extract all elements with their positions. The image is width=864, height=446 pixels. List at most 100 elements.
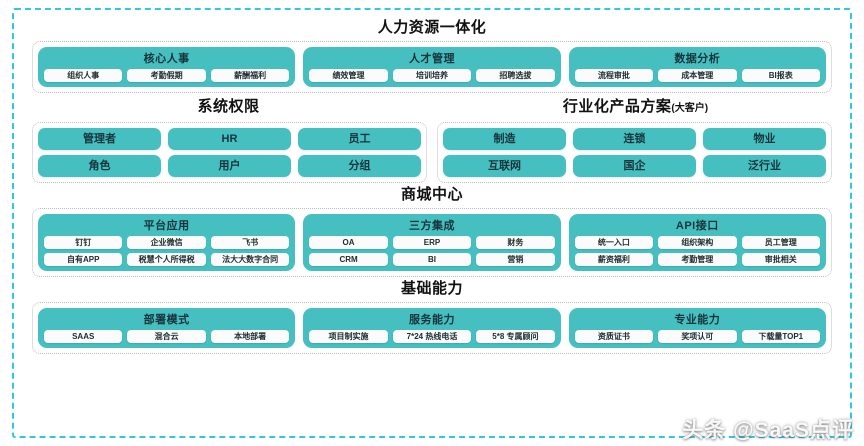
chip-item[interactable]: 混合云 xyxy=(127,330,206,343)
chip-item[interactable]: 下载量TOP1 xyxy=(741,330,820,343)
card-title-talent-management: 人才管理 xyxy=(408,53,455,65)
chip-item[interactable]: 财务 xyxy=(476,236,555,249)
industry-bar-general[interactable]: 泛行业 xyxy=(703,155,826,177)
diagram-frame: 人力资源一体化 核心人事 组织人事 考勤假期 薪酬福利 人才管理 绩效管理 培训… xyxy=(12,8,852,438)
permission-bar-group[interactable]: 分组 xyxy=(298,155,421,177)
chip-item[interactable]: 绩效管理 xyxy=(309,69,388,82)
chip-row: 资质证书 奖项认可 下载量TOP1 xyxy=(574,330,820,343)
chip-item[interactable]: 薪酬福利 xyxy=(210,69,290,82)
chip-row: 统一入口 组织架构 员工管理 xyxy=(574,236,820,249)
chip-row: 自有APP 税慧个人所得税 法大大数字合同 xyxy=(44,253,290,266)
panel-foundation-capability: 部署模式 SAAS 混合云 本地部署 服务能力 项目制实施 7*24 热线电话 … xyxy=(32,302,832,354)
industry-bar-internet[interactable]: 互联网 xyxy=(443,155,566,177)
section-marketplace-center: 商城中心 平台应用 钉钉 企业微信 飞书 自有APP 税慧个人所得税 法大大数字… xyxy=(32,185,832,277)
chip-item[interactable]: 法大大数字合同 xyxy=(210,253,290,266)
chip-item[interactable]: BI xyxy=(392,253,472,266)
chip-item[interactable]: 招聘选拔 xyxy=(476,69,555,82)
permission-bar-hr[interactable]: HR xyxy=(168,128,291,150)
card-professional-capability[interactable]: 专业能力 资质证书 奖项认可 下载量TOP1 xyxy=(568,308,826,348)
chip-item[interactable]: 营销 xyxy=(476,253,555,266)
chip-item[interactable]: 5*8 专属顾问 xyxy=(476,330,555,343)
chip-item[interactable]: 企业微信 xyxy=(127,236,206,249)
card-data-analysis[interactable]: 数据分析 流程审批 成本管理 BI报表 xyxy=(568,47,826,87)
chip-item[interactable]: 组织人事 xyxy=(44,69,123,82)
section-title-system-permissions: 系统权限 xyxy=(197,98,260,115)
chip-item[interactable]: 薪资福利 xyxy=(574,253,654,266)
chip-item[interactable]: 飞书 xyxy=(210,236,290,249)
chip-item[interactable]: 钉钉 xyxy=(44,236,123,249)
chip-item[interactable]: 统一入口 xyxy=(574,236,654,249)
section-title-industry-solutions: 行业化产品方案(大客户) xyxy=(439,97,832,118)
chip-item[interactable]: ERP xyxy=(392,236,472,249)
chip-row: 薪资福利 考勤管理 审批相关 xyxy=(574,253,820,266)
chip-row: 钉钉 企业微信 飞书 xyxy=(44,236,290,249)
chip-item[interactable]: 成本管理 xyxy=(658,69,737,82)
chip-item[interactable]: BI报表 xyxy=(741,69,820,82)
panel-hr-integration: 核心人事 组织人事 考勤假期 薪酬福利 人才管理 绩效管理 培训培养 招聘选拔 xyxy=(32,41,832,93)
chip-item[interactable]: 组织架构 xyxy=(658,236,737,249)
permission-bar-user[interactable]: 用户 xyxy=(168,155,291,177)
chip-item[interactable]: 考勤假期 xyxy=(127,69,206,82)
chip-item[interactable]: 7*24 热线电话 xyxy=(392,330,472,343)
diagram-stack: 人力资源一体化 核心人事 组织人事 考勤假期 薪酬福利 人才管理 绩效管理 培训… xyxy=(32,16,832,356)
chip-item[interactable]: 自有APP xyxy=(44,253,123,266)
card-deployment-mode[interactable]: 部署模式 SAAS 混合云 本地部署 xyxy=(38,308,296,348)
chip-item[interactable]: OA xyxy=(309,236,388,249)
industry-bar-soe[interactable]: 国企 xyxy=(573,155,696,177)
panel-permissions-industry: 管理者 HR 员工 角色 用户 分组 制造 连锁 物业 xyxy=(32,122,832,183)
two-column-headers: 系统权限 行业化产品方案(大客户) xyxy=(32,95,832,122)
chip-item[interactable]: 奖项认可 xyxy=(658,330,737,343)
industry-bar-chain[interactable]: 连锁 xyxy=(573,128,696,150)
bar-row: 管理者 HR 员工 xyxy=(38,128,421,150)
chip-row: 组织人事 考勤假期 薪酬福利 xyxy=(44,69,290,82)
subpanel-industry-solutions: 制造 连锁 物业 互联网 国企 泛行业 xyxy=(437,122,832,183)
chip-row: 项目制实施 7*24 热线电话 5*8 专属顾问 xyxy=(309,330,555,343)
chip-item[interactable]: 考勤管理 xyxy=(658,253,737,266)
card-talent-management[interactable]: 人才管理 绩效管理 培训培养 招聘选拔 xyxy=(303,47,561,87)
section-hr-integration: 人力资源一体化 核心人事 组织人事 考勤假期 薪酬福利 人才管理 绩效管理 培训… xyxy=(32,18,832,93)
chip-item[interactable]: CRM xyxy=(309,253,388,266)
chip-item[interactable]: 审批相关 xyxy=(741,253,820,266)
permission-bar-role[interactable]: 角色 xyxy=(38,155,161,177)
card-title-professional-capability: 专业能力 xyxy=(674,314,721,326)
section-permissions-and-industry: 系统权限 行业化产品方案(大客户) 管理者 HR 员工 角色 用户 分组 xyxy=(32,95,832,183)
panel-marketplace-center: 平台应用 钉钉 企业微信 飞书 自有APP 税慧个人所得税 法大大数字合同 三方… xyxy=(32,208,832,277)
section-foundation-capability: 基础能力 部署模式 SAAS 混合云 本地部署 服务能力 项目制实施 7*24 … xyxy=(32,279,832,354)
card-title-data-analysis: 数据分析 xyxy=(674,53,721,65)
card-title-service-capability: 服务能力 xyxy=(408,314,455,326)
bar-row: 互联网 国企 泛行业 xyxy=(443,155,826,177)
chip-row: SAAS 混合云 本地部署 xyxy=(44,330,290,343)
subpanel-system-permissions: 管理者 HR 员工 角色 用户 分组 xyxy=(32,122,427,183)
card-platform-apps[interactable]: 平台应用 钉钉 企业微信 飞书 自有APP 税慧个人所得税 法大大数字合同 xyxy=(38,214,296,271)
chip-item[interactable]: 项目制实施 xyxy=(309,330,388,343)
industry-title-text: 行业化产品方案 xyxy=(562,98,672,115)
card-title-deployment-mode: 部署模式 xyxy=(143,314,190,326)
chip-item[interactable]: 流程审批 xyxy=(574,69,654,82)
chip-row: 绩效管理 培训培养 招聘选拔 xyxy=(309,69,555,82)
industry-title-note: (大客户) xyxy=(671,103,709,114)
section-title-marketplace-center: 商城中心 xyxy=(400,186,463,203)
section-title-foundation-capability: 基础能力 xyxy=(400,280,463,297)
chip-item[interactable]: 资质证书 xyxy=(574,330,654,343)
card-title-third-party-integration: 三方集成 xyxy=(408,220,455,232)
chip-item[interactable]: 培训培养 xyxy=(392,69,472,82)
card-api-interface[interactable]: API接口 统一入口 组织架构 员工管理 薪资福利 考勤管理 审批相关 xyxy=(568,214,826,271)
card-service-capability[interactable]: 服务能力 项目制实施 7*24 热线电话 5*8 专属顾问 xyxy=(303,308,561,348)
permission-bar-manager[interactable]: 管理者 xyxy=(38,128,161,150)
chip-row: OA ERP 财务 xyxy=(309,236,555,249)
card-title-api-interface: API接口 xyxy=(675,220,719,232)
chip-item[interactable]: SAAS xyxy=(44,330,123,343)
chip-item[interactable]: 税慧个人所得税 xyxy=(127,253,206,266)
industry-bar-manufacturing[interactable]: 制造 xyxy=(443,128,566,150)
card-third-party-integration[interactable]: 三方集成 OA ERP 财务 CRM BI 营销 xyxy=(303,214,561,271)
bar-row: 角色 用户 分组 xyxy=(38,155,421,177)
industry-bar-property[interactable]: 物业 xyxy=(703,128,826,150)
bar-row: 制造 连锁 物业 xyxy=(443,128,826,150)
card-core-personnel[interactable]: 核心人事 组织人事 考勤假期 薪酬福利 xyxy=(38,47,296,87)
chip-item[interactable]: 员工管理 xyxy=(741,236,820,249)
chip-row: CRM BI 营销 xyxy=(309,253,555,266)
section-title-hr-integration: 人力资源一体化 xyxy=(377,19,487,36)
card-title-platform-apps: 平台应用 xyxy=(143,220,190,232)
chip-item[interactable]: 本地部署 xyxy=(210,330,290,343)
permission-bar-employee[interactable]: 员工 xyxy=(298,128,421,150)
